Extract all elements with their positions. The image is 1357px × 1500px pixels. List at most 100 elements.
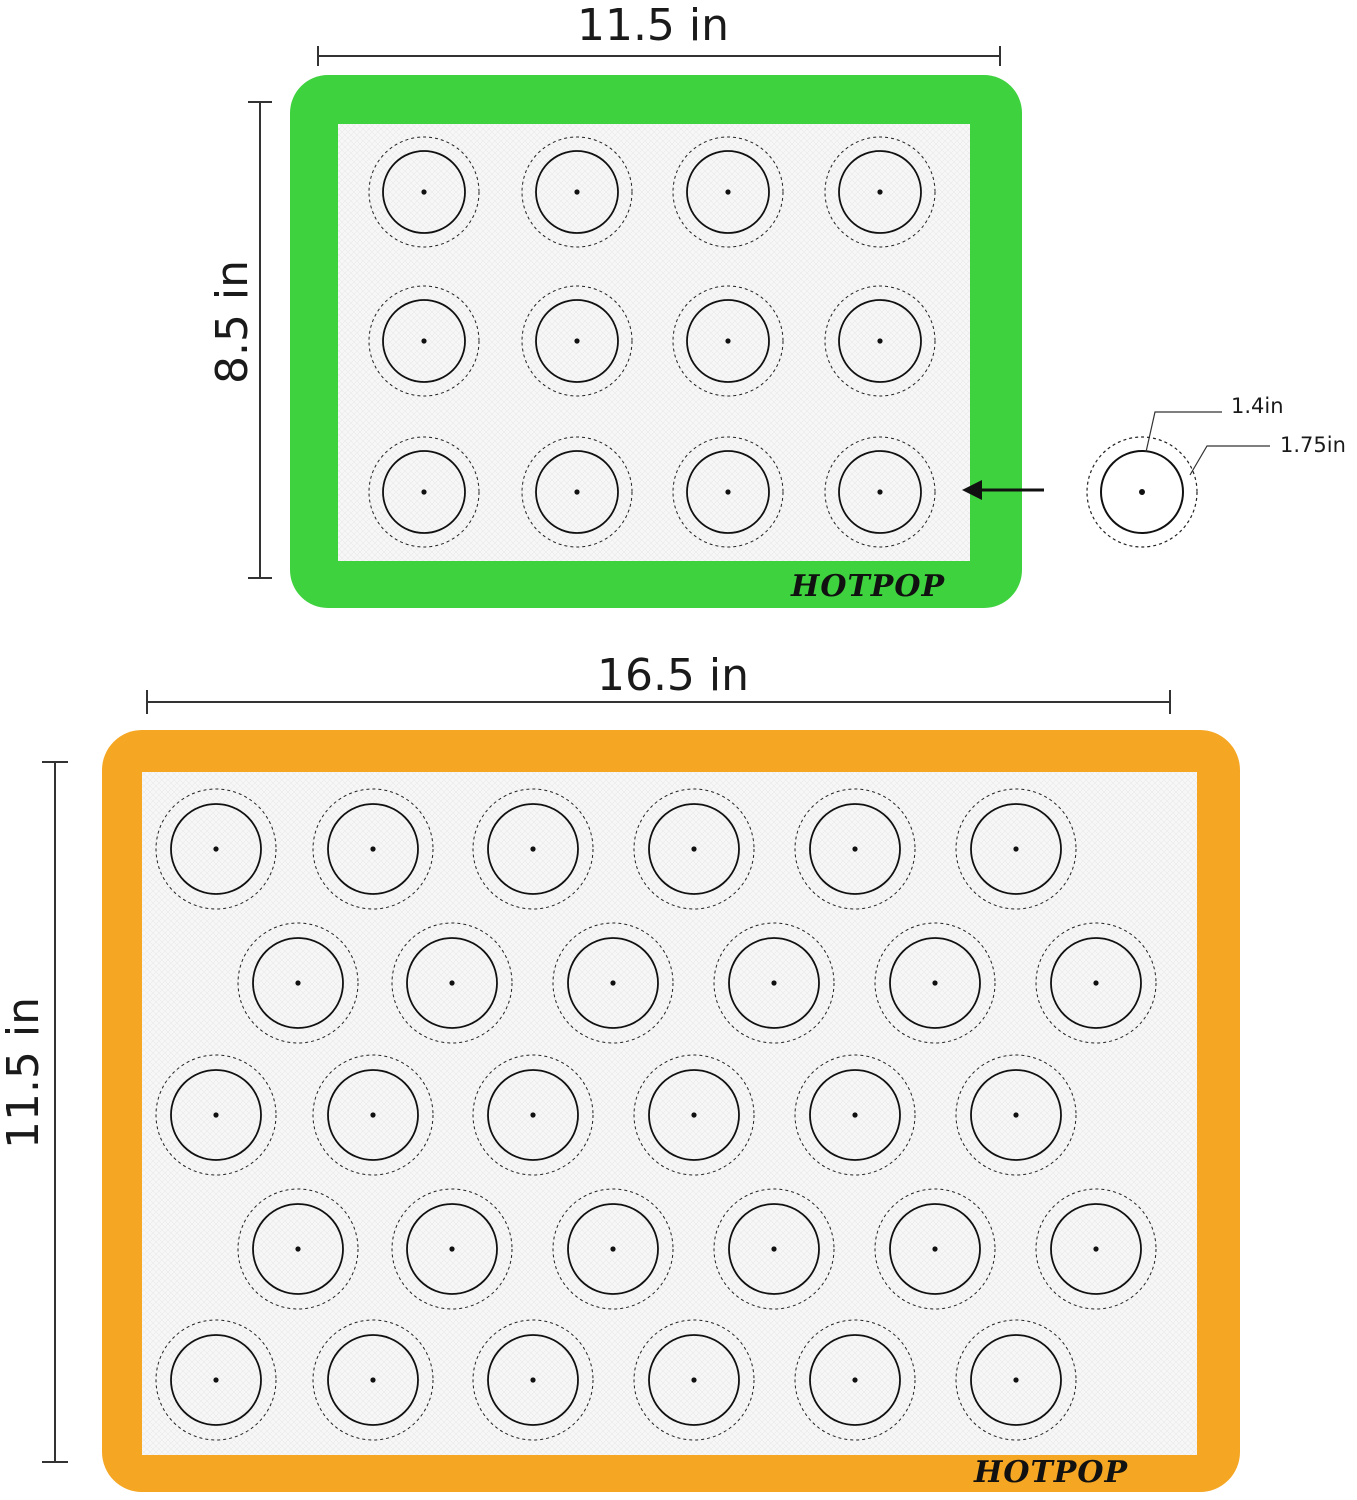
inner-circle <box>838 150 922 234</box>
macaron-circle-template <box>824 136 936 248</box>
center-dot <box>421 489 427 495</box>
center-dot <box>691 1377 697 1383</box>
small-mat: 11.5 in 8.5 in HOTPOP <box>207 0 1022 608</box>
macaron-circle-template <box>155 788 277 910</box>
macaron-circle-template <box>955 788 1077 910</box>
outer-dashed-circle <box>672 136 784 248</box>
outer-dashed-circle <box>312 788 434 910</box>
inner-circle <box>487 1334 579 1426</box>
center-dot <box>370 1112 376 1118</box>
inner-circle <box>535 150 619 234</box>
center-dot <box>213 1112 219 1118</box>
inner-circle <box>567 1203 659 1295</box>
macaron-circle-template <box>472 788 594 910</box>
inner-circle <box>648 1334 740 1426</box>
center-dot <box>691 846 697 852</box>
macaron-circle-template <box>794 1054 916 1176</box>
outer-dashed-circle <box>368 285 480 397</box>
outer-dashed-circle <box>824 136 936 248</box>
center-dot <box>877 338 883 344</box>
inner-circle <box>252 1203 344 1295</box>
macaron-circle-template <box>672 436 784 548</box>
inner-circle <box>970 803 1062 895</box>
center-dot <box>852 1112 858 1118</box>
inner-circle <box>382 150 466 234</box>
inner-circle <box>406 937 498 1029</box>
outer-dashed-circle <box>874 1188 996 1310</box>
outer-dashed-circle <box>155 1319 277 1441</box>
outer-dashed-circle <box>713 922 835 1044</box>
outer-dashed-circle <box>155 788 277 910</box>
large-width-label: 16.5 in <box>597 650 749 701</box>
outer-dashed-circle <box>1035 1188 1157 1310</box>
outer-diameter-label: 1.75in <box>1280 433 1346 457</box>
center-dot <box>610 980 616 986</box>
inner-circle <box>970 1334 1062 1426</box>
macaron-circle-template <box>633 1054 755 1176</box>
arrow-left-icon <box>962 480 1044 500</box>
inner-circle <box>809 803 901 895</box>
small-mat-inner <box>338 124 970 561</box>
outer-dashed-circle <box>237 922 359 1044</box>
macaron-circle-template <box>391 1188 513 1310</box>
center-dot <box>449 1246 455 1252</box>
inner-diameter-label: 1.4in <box>1231 394 1284 418</box>
inner-circle <box>252 937 344 1029</box>
center-dot <box>610 1246 616 1252</box>
outer-dashed-circle <box>391 922 513 1044</box>
outer-dashed-circle <box>391 1188 513 1310</box>
macaron-circle-template <box>368 136 480 248</box>
center-dot <box>852 846 858 852</box>
macaron-circle-template <box>368 436 480 548</box>
center-dot <box>771 1246 777 1252</box>
center-dot <box>530 1377 536 1383</box>
center-dot <box>852 1377 858 1383</box>
macaron-circle-template <box>874 922 996 1044</box>
macaron-circle-template <box>472 1319 594 1441</box>
macaron-circle-template <box>824 436 936 548</box>
inner-circle <box>686 150 770 234</box>
center-dot <box>877 489 883 495</box>
center-dot <box>725 489 731 495</box>
small-mat-brand-logo: HOTPOP <box>790 569 945 604</box>
detail-outer-dashed-circle <box>1086 436 1198 548</box>
inner-circle <box>170 1069 262 1161</box>
inner-circle <box>327 1334 419 1426</box>
outer-dashed-circle <box>955 1054 1077 1176</box>
inner-circle <box>728 937 820 1029</box>
macaron-circle-template <box>672 136 784 248</box>
macaron-circle-template <box>521 136 633 248</box>
center-dot <box>449 980 455 986</box>
detail-inner-leader-line <box>1145 411 1222 453</box>
center-dot <box>530 1112 536 1118</box>
inner-circle <box>648 1069 740 1161</box>
center-dot <box>213 846 219 852</box>
macaron-circle-template <box>521 285 633 397</box>
macaron-circle-template <box>312 1319 434 1441</box>
detail-inner-circle <box>1100 450 1184 534</box>
detail-center-dot <box>1139 489 1145 495</box>
center-dot <box>213 1377 219 1383</box>
outer-dashed-circle <box>312 1319 434 1441</box>
inner-circle <box>382 450 466 534</box>
inner-circle <box>686 299 770 383</box>
center-dot <box>1093 980 1099 986</box>
macaron-circle-template <box>824 285 936 397</box>
macaron-circle-template <box>472 1054 594 1176</box>
outer-dashed-circle <box>552 922 674 1044</box>
small-width-label: 11.5 in <box>577 0 729 51</box>
outer-dashed-circle <box>874 922 996 1044</box>
center-dot <box>370 1377 376 1383</box>
inner-circle <box>1050 937 1142 1029</box>
inner-circle <box>889 937 981 1029</box>
macaron-circle-template <box>794 1319 916 1441</box>
outer-dashed-circle <box>824 436 936 548</box>
outer-dashed-circle <box>794 788 916 910</box>
inner-circle <box>648 803 740 895</box>
macaron-circle-template <box>521 436 633 548</box>
center-dot <box>1013 846 1019 852</box>
inner-circle <box>327 1069 419 1161</box>
macaron-circle-template <box>155 1319 277 1441</box>
inner-circle <box>1050 1203 1142 1295</box>
